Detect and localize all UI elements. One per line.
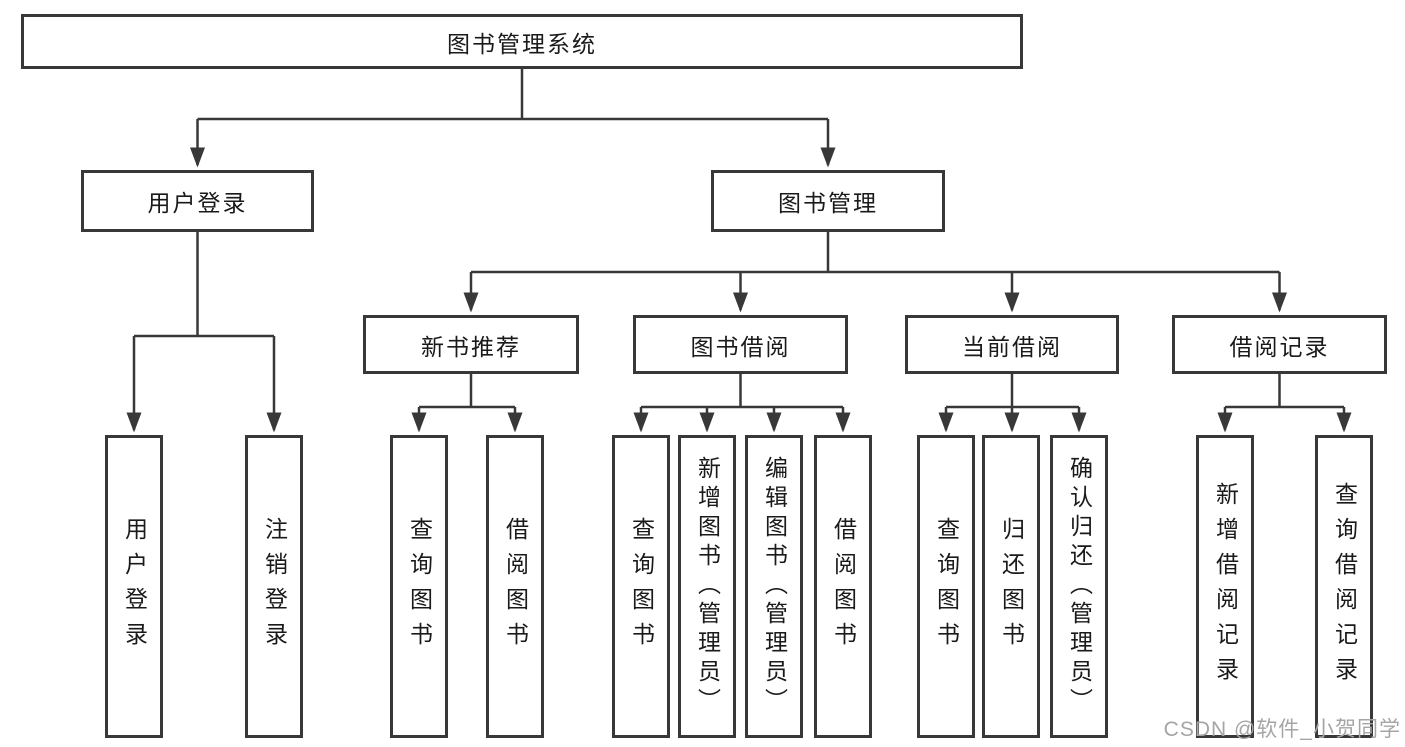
- node-book-management: 图书管理: [711, 170, 945, 232]
- leaf-query-borrow-record: 查询借阅记录: [1315, 435, 1373, 738]
- leaf-borrow-book-recommend: 借阅图书: [486, 435, 544, 738]
- leaf-edit-book-admin: 编辑图书（管理员）: [745, 435, 803, 738]
- leaf-add-book-admin: 新增图书（管理员）: [678, 435, 736, 738]
- node-current-borrow: 当前借阅: [905, 315, 1119, 374]
- leaf-label: 新增借阅记录: [1212, 481, 1239, 692]
- leaf-label: 查询图书: [628, 516, 655, 657]
- node-label: 图书借阅: [690, 333, 791, 360]
- leaf-label: 归还图书: [998, 516, 1025, 657]
- leaf-label: 用户登录: [121, 516, 148, 657]
- node-new-book-recommend: 新书推荐: [363, 315, 579, 374]
- leaf-label: 借阅图书: [502, 516, 529, 657]
- node-label: 借阅记录: [1229, 333, 1330, 360]
- node-label: 用户登录: [147, 190, 248, 216]
- node-borrow-records: 借阅记录: [1172, 315, 1387, 374]
- leaf-add-borrow-record: 新增借阅记录: [1196, 435, 1254, 738]
- leaf-label: 借阅图书: [830, 516, 857, 657]
- leaf-query-book-current: 查询图书: [917, 435, 975, 738]
- node-label: 当前借阅: [962, 333, 1062, 360]
- leaf-label: 编辑图书（管理员）: [761, 456, 788, 717]
- leaf-borrow-book: 借阅图书: [814, 435, 872, 738]
- leaf-return-book: 归还图书: [982, 435, 1040, 738]
- leaf-user-login: 用户登录: [105, 435, 163, 738]
- node-library-system: 图书管理系统: [21, 14, 1023, 69]
- node-user-login: 用户登录: [81, 170, 314, 232]
- leaf-label: 查询借阅记录: [1331, 481, 1358, 692]
- leaf-label: 查询图书: [406, 516, 433, 657]
- node-book-borrow: 图书借阅: [633, 315, 848, 374]
- leaf-logout: 注销登录: [245, 435, 303, 738]
- leaf-query-book-borrow: 查询图书: [612, 435, 670, 738]
- node-label: 新书推荐: [421, 333, 521, 360]
- node-label: 图书管理: [778, 190, 878, 216]
- leaf-label: 注销登录: [261, 516, 288, 657]
- leaf-label: 新增图书（管理员）: [694, 456, 721, 717]
- node-label: 图书管理系统: [447, 30, 597, 57]
- leaf-query-book-recommend: 查询图书: [390, 435, 448, 738]
- leaf-label: 确认归还（管理员）: [1066, 456, 1093, 717]
- leaf-label: 查询图书: [933, 516, 960, 657]
- csdn-watermark: CSDN @软件_小贺同学: [1163, 718, 1401, 741]
- leaf-confirm-return-admin: 确认归还（管理员）: [1050, 435, 1108, 738]
